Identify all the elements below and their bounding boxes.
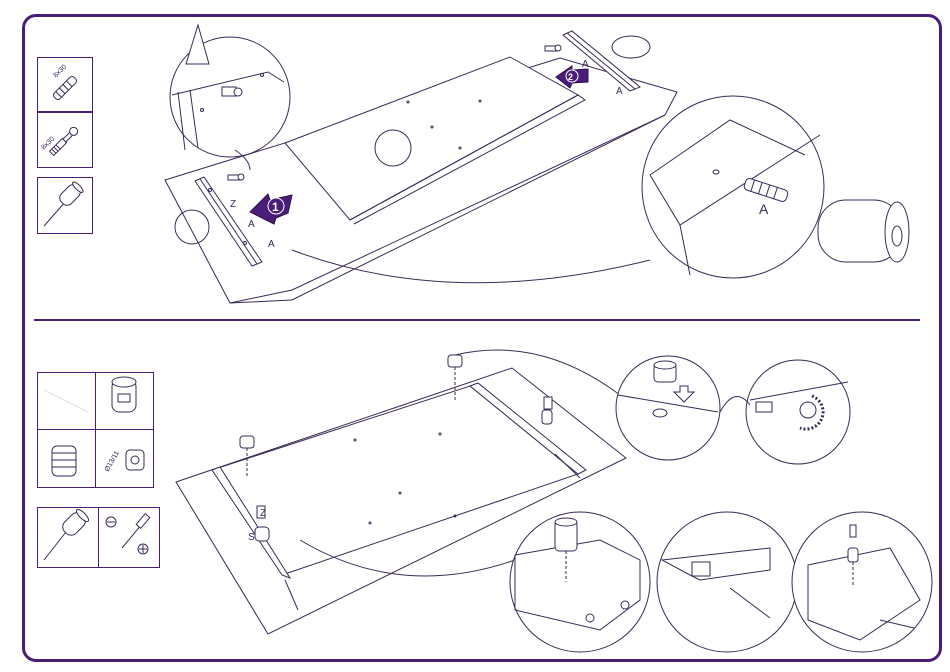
mallet-icon-2 — [44, 508, 90, 560]
zoom-bubble-bottom-2 — [657, 512, 797, 652]
step-number-1: 1 — [272, 200, 279, 214]
rod-icon — [44, 390, 88, 412]
zoom-bubble-bottom-3 — [792, 512, 932, 652]
mallet-icon — [44, 181, 84, 226]
cam-housing-icon — [126, 450, 144, 470]
letter-z-top: Z — [230, 199, 236, 210]
letter-a-top-1: A — [248, 219, 255, 230]
right-marker-circle — [612, 36, 650, 58]
zoom-bubble-dowel-detail: A — [642, 96, 824, 278]
cam-lock-icon — [112, 377, 136, 412]
zoom-bubble-bottom-1 — [510, 512, 650, 652]
letter-s-bottom: S — [248, 532, 255, 543]
screwdriver-icon — [106, 514, 150, 554]
step-number-2: 2 — [568, 72, 573, 82]
letter-z-bottom: Z — [260, 508, 266, 519]
insert-nut-icon — [52, 446, 76, 476]
mallet-detail-icon — [818, 200, 909, 308]
letter-a-top-3: A — [582, 59, 589, 70]
dowel-size-label: 8x30 — [52, 64, 68, 80]
letter-a-top-4: A — [616, 86, 623, 97]
letter-a-detail: A — [759, 201, 769, 217]
cam-housing-size-label: Ø13/11 — [104, 450, 121, 473]
letter-a-top-2: A — [268, 239, 275, 250]
zoom-bubble-insert-1 — [616, 356, 720, 460]
zoom-bubble-cam-rotate — [746, 360, 850, 464]
